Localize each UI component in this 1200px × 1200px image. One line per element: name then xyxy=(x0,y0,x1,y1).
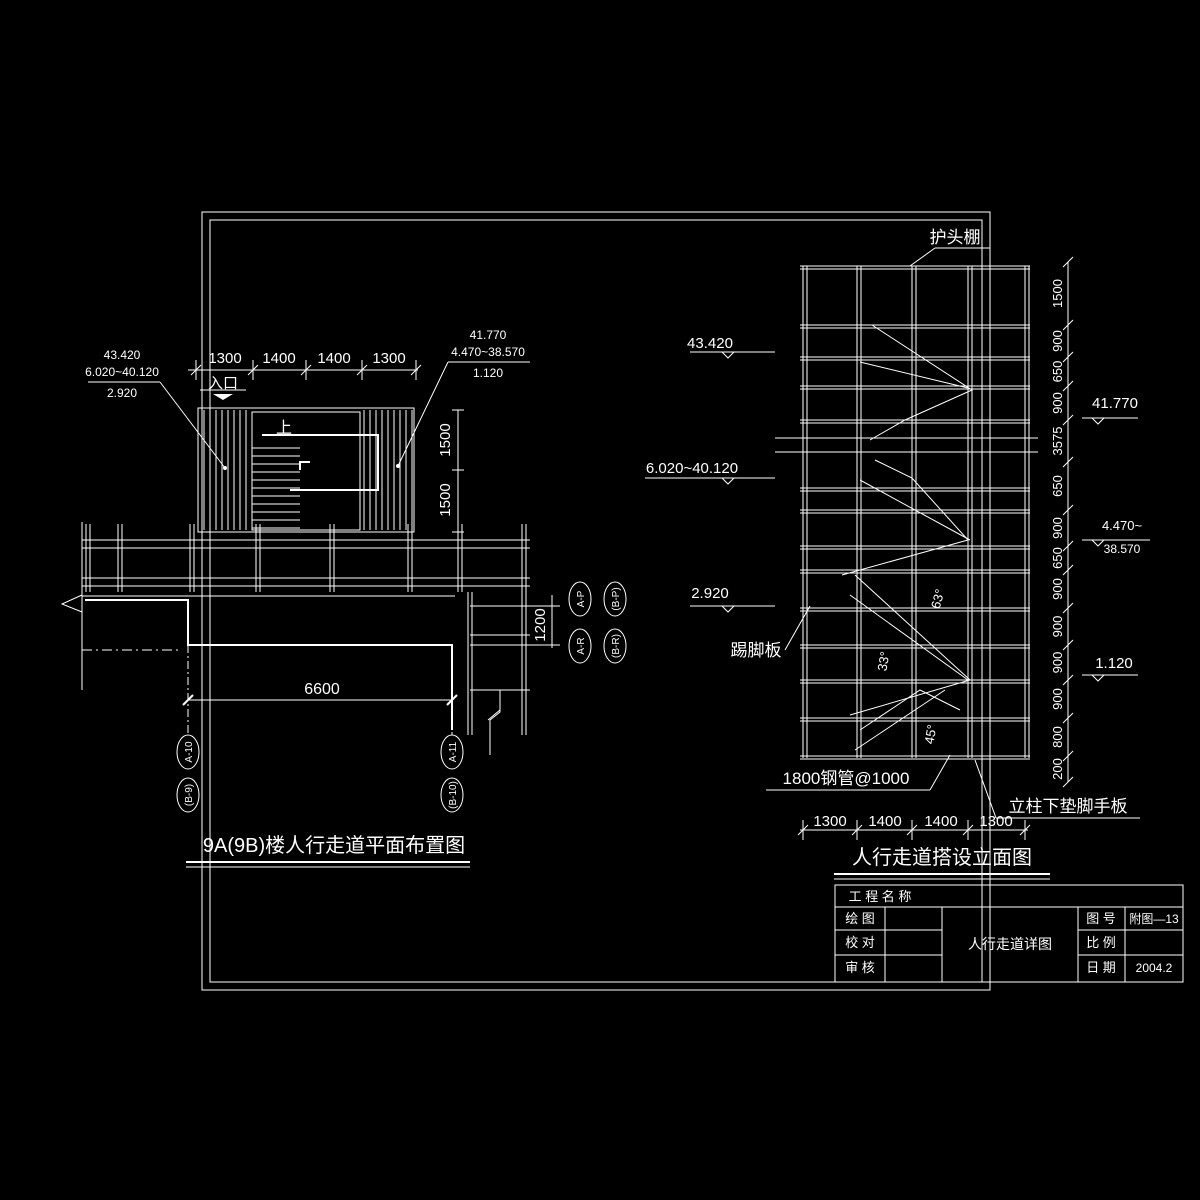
plan-elev-left-1: 43.420 xyxy=(104,348,141,362)
entrance-label: 入口 xyxy=(208,375,238,392)
elev-dim-tick xyxy=(1062,540,1074,552)
axis-b-9: (B-9) xyxy=(184,784,195,806)
plan-dim-4: 1300 xyxy=(372,350,405,367)
elev-right-dim: 650 xyxy=(1050,361,1065,383)
tb-date-label: 日 期 xyxy=(1086,960,1116,975)
elev-right-dim: 900 xyxy=(1050,578,1065,600)
plan-dim-2: 1400 xyxy=(262,350,295,367)
elev-dim-tick xyxy=(1062,776,1074,788)
elev-level-right-4: 1.120 xyxy=(1095,655,1133,672)
elev-dim-2: 1400 xyxy=(868,813,901,830)
elev-dim-tick xyxy=(1062,380,1074,392)
elev-dim-tick xyxy=(1062,351,1074,363)
elev-right-dim: 900 xyxy=(1050,517,1065,539)
plan-view: 1300 1400 1400 1300 入口 43.420 6.020~40.1… xyxy=(60,328,627,868)
axis-a-11: A-11 xyxy=(448,741,459,762)
axis-a-p: A-P xyxy=(576,590,587,607)
elev-dim-tick xyxy=(1062,712,1074,724)
elev-dim-tick xyxy=(1062,414,1074,426)
plan-elev-right-3: 1.120 xyxy=(473,366,503,380)
tb-no-value: 附图—13 xyxy=(1129,912,1179,926)
plan-dim-3: 1400 xyxy=(317,350,350,367)
outer-border xyxy=(201,211,991,991)
tb-date-value: 2004.2 xyxy=(1136,961,1173,975)
elev-dim-tick xyxy=(1062,319,1074,331)
tb-project-label: 工 程 名 称 xyxy=(849,889,912,904)
elev-right-dim: 900 xyxy=(1050,652,1065,674)
plan-elev-left-3: 2.920 xyxy=(107,386,137,400)
elev-dim-tick xyxy=(1062,256,1074,268)
elev-right-dim: 900 xyxy=(1050,616,1065,638)
title-block: 工 程 名 称 绘 图 校 对 审 核 人行走道详图 图 号 附图—13 比 例… xyxy=(834,884,1184,983)
axis-b-10: (B-10) xyxy=(448,781,459,809)
elev-level-left-2: 6.020~40.120 xyxy=(646,460,738,477)
elev-right-dim: 800 xyxy=(1050,726,1065,748)
elev-right-dim: 650 xyxy=(1050,547,1065,569)
tb-no-label: 图 号 xyxy=(1086,911,1116,926)
tb-check-label: 校 对 xyxy=(845,935,875,950)
plan-dim-1: 1300 xyxy=(208,350,241,367)
elev-dim-tick xyxy=(1062,674,1074,686)
inner-border xyxy=(209,219,983,983)
elev-dim-4: 1300 xyxy=(979,813,1012,830)
tb-drawing-name: 人行走道详图 xyxy=(968,936,1052,952)
angle-63: 63° xyxy=(928,587,948,610)
plan-right-dim-1: 1500 xyxy=(437,423,454,456)
pad-note: 立柱下垫脚手板 xyxy=(1009,797,1128,816)
elevation-view: 护头棚 63° 33° 45° 43.420 6.020~40.120 2.92… xyxy=(645,228,1150,880)
canopy-label: 护头棚 xyxy=(930,228,981,247)
kickboard-label: 踢脚板 xyxy=(731,641,782,660)
angle-33: 33° xyxy=(874,650,892,672)
elev-dim-tick xyxy=(1062,750,1074,762)
tb-draw-label: 绘 图 xyxy=(845,911,875,926)
elev-dim-tick xyxy=(1062,564,1074,576)
elev-dim-tick xyxy=(1062,456,1074,468)
plan-elev-right-2: 4.470~38.570 xyxy=(451,345,525,359)
plan-width-dim: 6600 xyxy=(304,681,340,698)
elev-right-dim: 900 xyxy=(1050,330,1065,352)
elev-dim-3: 1400 xyxy=(924,813,957,830)
elev-right-dim: 3575 xyxy=(1050,427,1065,456)
elev-level-right-1: 41.770 xyxy=(1092,395,1138,412)
elev-right-dim: 650 xyxy=(1050,475,1065,497)
elev-right-dim: 900 xyxy=(1050,688,1065,710)
elev-level-left-1: 43.420 xyxy=(687,335,733,352)
plan-right-dim-2: 1500 xyxy=(437,483,454,516)
elev-dim-tick xyxy=(1062,639,1074,651)
elevation-title: 人行走道搭设立面图 xyxy=(852,846,1032,869)
tb-review-label: 审 核 xyxy=(845,960,875,975)
plan-gap-dim: 1200 xyxy=(532,608,549,641)
elev-right-dim: 200 xyxy=(1050,758,1065,780)
entrance-arrow-icon xyxy=(213,394,233,400)
plan-elev-left-2: 6.020~40.120 xyxy=(85,365,159,379)
elev-dim-tick xyxy=(1062,602,1074,614)
elev-level-right-2: 4.470~ xyxy=(1102,518,1143,533)
elev-level-left-3: 2.920 xyxy=(691,585,729,602)
tb-scale-label: 比 例 xyxy=(1086,935,1116,950)
axis-a-r: A-R xyxy=(576,637,587,654)
axis-a-10: A-10 xyxy=(184,741,195,763)
axis-b-r: (B-R) xyxy=(611,634,622,658)
plan-title: 9A(9B)楼人行走道平面布置图 xyxy=(203,834,465,857)
elev-right-dim: 900 xyxy=(1050,392,1065,414)
plan-elev-right-1: 41.770 xyxy=(470,328,507,342)
elev-level-right-3: 38.570 xyxy=(1104,542,1141,556)
elev-dim-1: 1300 xyxy=(813,813,846,830)
angle-45: 45° xyxy=(921,723,939,745)
elev-dim-tick xyxy=(1062,504,1074,516)
up-mark: 上 xyxy=(276,419,292,437)
axis-b-p: (B-P) xyxy=(611,587,622,610)
elev-right-dim: 1500 xyxy=(1050,279,1065,308)
pipe-note: 1800钢管@1000 xyxy=(783,769,910,788)
